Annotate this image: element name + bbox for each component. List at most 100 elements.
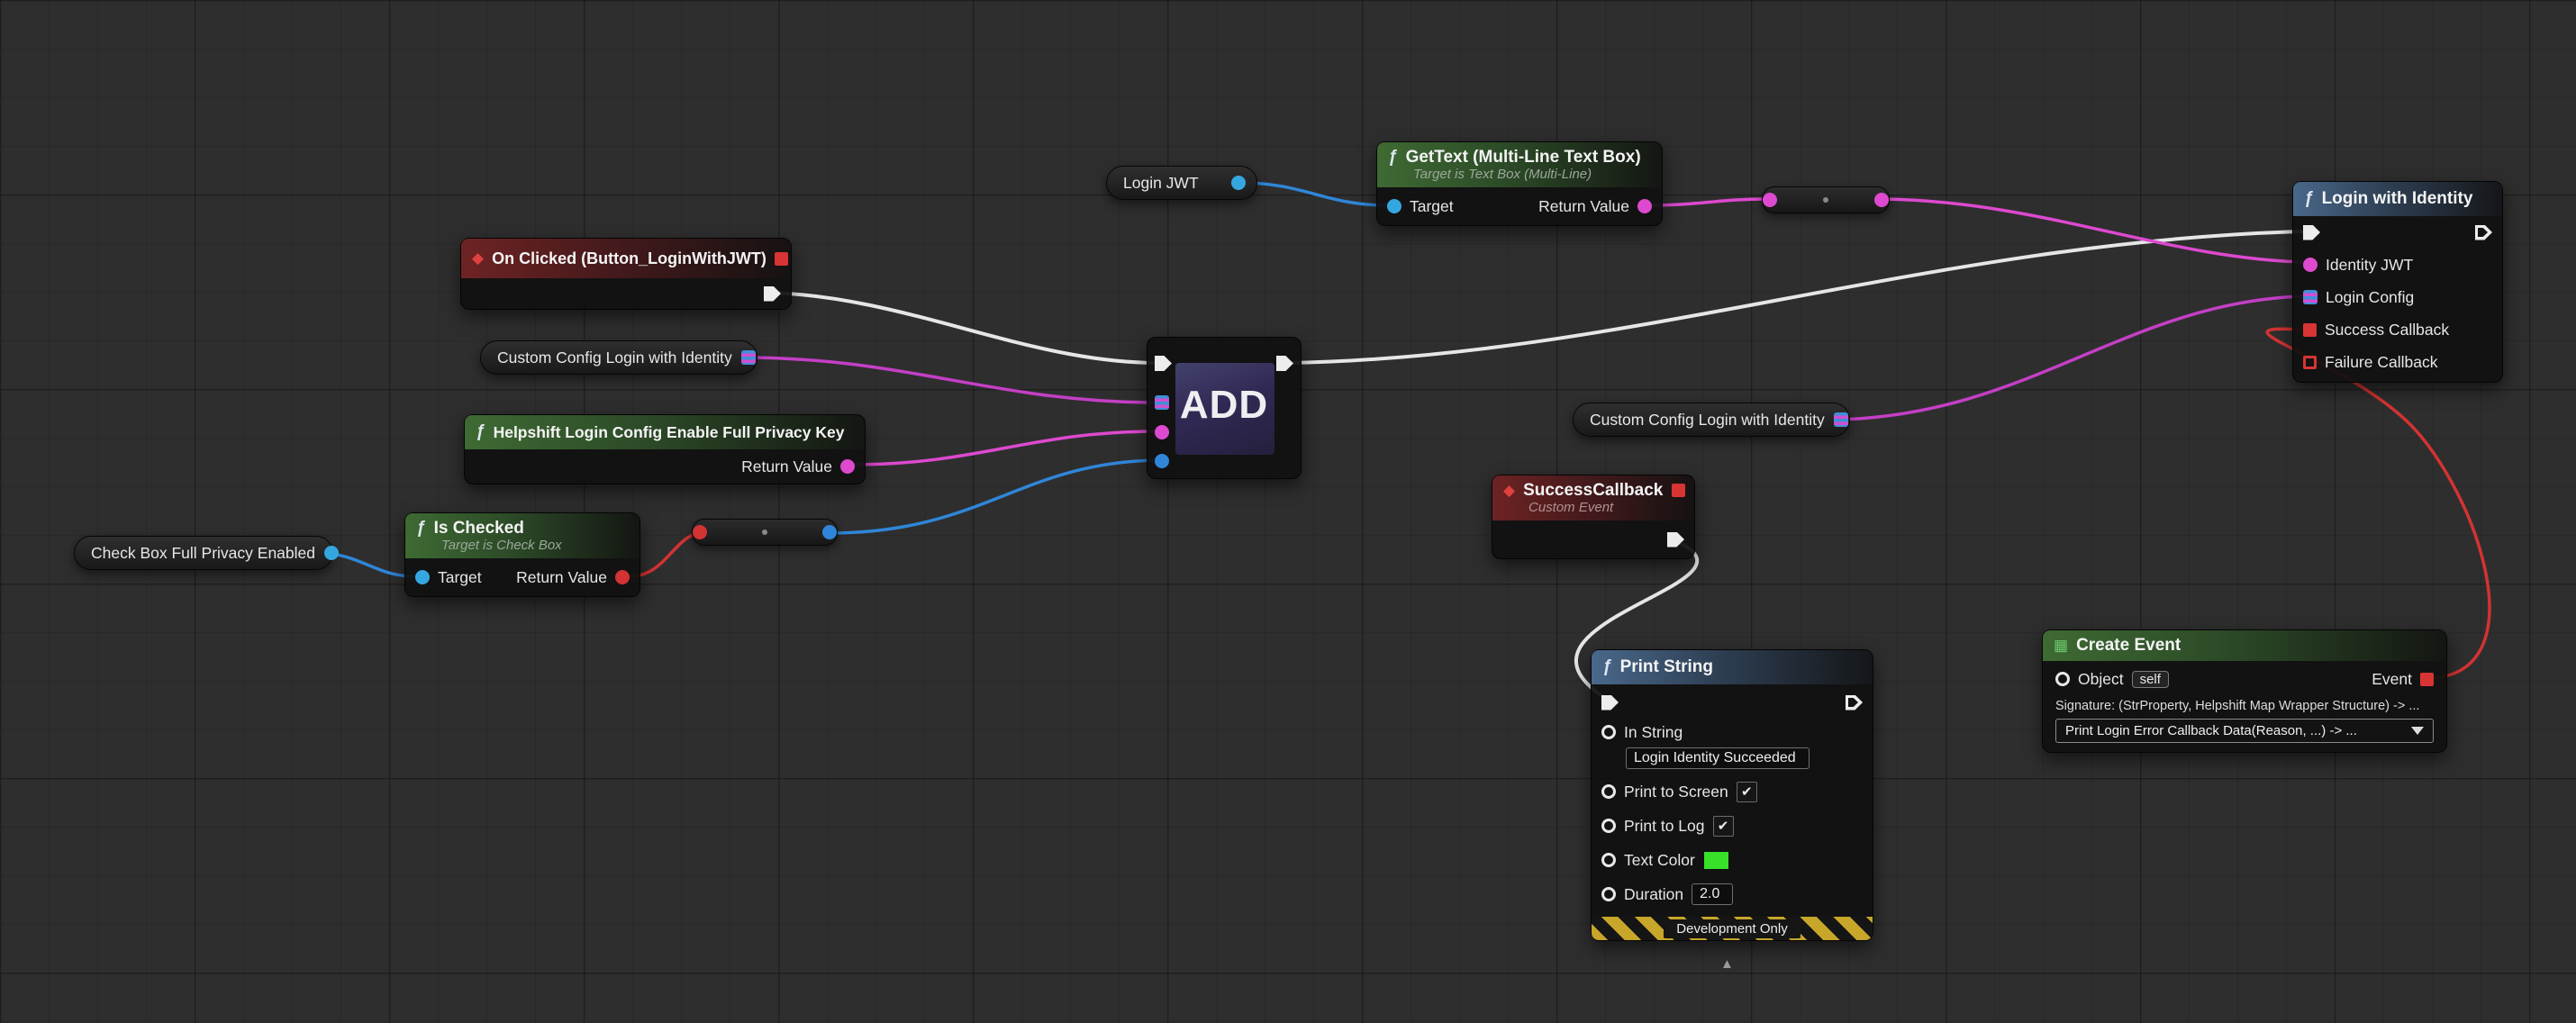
- output-pin-checkbox[interactable]: [324, 546, 339, 560]
- duration-input[interactable]: [1692, 883, 1734, 905]
- node-header[interactable]: ƒ Print String: [1592, 650, 1873, 684]
- wire-reroute-to-identityjwt[interactable]: [1882, 197, 2304, 264]
- reroute-dot-icon: [1823, 197, 1828, 203]
- return-value-pin[interactable]: [615, 570, 630, 584]
- reroute-out-pin[interactable]: [1874, 193, 1889, 207]
- collapsed-graph-watermark: ADD: [1179, 383, 1269, 427]
- reroute-node-text[interactable]: [1762, 186, 1890, 213]
- reroute-out-pin[interactable]: [822, 525, 837, 539]
- dropdown-value: Print Login Error Callback Data(Reason, …: [2065, 723, 2357, 738]
- exec-in-pin[interactable]: [2303, 224, 2320, 240]
- node-header[interactable]: ƒ GetText (Multi-Line Text Box) Target i…: [1377, 142, 1662, 187]
- exec-out-pin[interactable]: [1846, 694, 1863, 711]
- wire-exec-onclicked-to-add[interactable]: [769, 291, 1160, 365]
- variable-node-login-jwt[interactable]: Login JWT: [1106, 166, 1257, 200]
- node-is-checked[interactable]: ƒ Is Checked Target is Check Box Target …: [404, 512, 640, 597]
- return-value-pin[interactable]: [1637, 199, 1652, 213]
- node-header[interactable]: ƒ Login with Identity: [2293, 182, 2502, 216]
- node-header[interactable]: ◆ SuccessCallback Custom Event: [1492, 475, 1694, 521]
- exec-out-pin[interactable]: [1667, 531, 1684, 548]
- target-pin[interactable]: [415, 570, 430, 584]
- target-pin[interactable]: [1387, 199, 1401, 213]
- bool-input-pin[interactable]: [1155, 454, 1169, 468]
- delegate-pin[interactable]: [1672, 484, 1685, 497]
- identity-jwt-pin[interactable]: [2303, 258, 2317, 272]
- variable-node-custom-config-2[interactable]: Custom Config Login with Identity: [1573, 403, 1850, 437]
- reroute-body[interactable]: [1777, 197, 1874, 203]
- in-string-pin[interactable]: [1601, 725, 1616, 739]
- text-color-swatch[interactable]: [1702, 850, 1729, 870]
- print-to-screen-pin[interactable]: [1601, 784, 1616, 799]
- failure-callback-pin[interactable]: [2303, 355, 2317, 369]
- node-header[interactable]: ƒ Is Checked Target is Check Box: [405, 513, 639, 558]
- exec-in-pin[interactable]: [1155, 356, 1172, 371]
- event-delegate-pin[interactable]: [2420, 672, 2434, 686]
- node-gettext[interactable]: ƒ GetText (Multi-Line Text Box) Target i…: [1376, 141, 1663, 226]
- variable-label: Check Box Full Privacy Enabled: [91, 543, 315, 562]
- exec-out-pin[interactable]: [2475, 224, 2492, 240]
- node-title: Is Checked: [433, 519, 524, 538]
- node-title: SuccessCallback: [1523, 481, 1664, 500]
- exec-in-pin[interactable]: [1601, 694, 1619, 711]
- output-pin-struct[interactable]: [1833, 412, 1848, 427]
- exec-out-pin[interactable]: [1276, 356, 1293, 371]
- collapse-advanced-icon[interactable]: ▲: [1720, 956, 1734, 972]
- print-to-log-pin[interactable]: [1601, 819, 1616, 833]
- login-config-pin[interactable]: [2303, 290, 2317, 304]
- print-to-log-checkbox[interactable]: ✔: [1712, 815, 1734, 837]
- node-login-with-identity[interactable]: ƒ Login with Identity Identity JWT Login…: [2292, 181, 2503, 383]
- node-on-clicked[interactable]: ◆ On Clicked (Button_LoginWithJWT): [460, 238, 792, 310]
- wire-loginjwt-to-gettext-target[interactable]: [1239, 181, 1389, 207]
- node-title: Print String: [1619, 657, 1714, 676]
- print-to-screen-checkbox[interactable]: ✔: [1736, 781, 1757, 802]
- delegate-pin[interactable]: [774, 251, 788, 266]
- reroute-in-pin[interactable]: [693, 525, 707, 539]
- variable-node-custom-config-1[interactable]: Custom Config Login with Identity: [480, 340, 757, 375]
- variable-node-check-box-full-privacy[interactable]: Check Box Full Privacy Enabled: [74, 536, 339, 570]
- reroute-node-bool[interactable]: [692, 519, 838, 546]
- pin-label: Object: [2078, 669, 2124, 688]
- wire-gettext-return-to-reroute[interactable]: [1645, 197, 1769, 207]
- node-title: Login with Identity: [2321, 189, 2473, 208]
- node-title: Create Event: [2076, 636, 2181, 655]
- node-header[interactable]: ▦ Create Event: [2043, 630, 2446, 661]
- node-header[interactable]: ◆ On Clicked (Button_LoginWithJWT): [461, 239, 791, 278]
- node-add-collapsed[interactable]: ADD: [1147, 337, 1302, 479]
- node-successcallback[interactable]: ◆ SuccessCallback Custom Event: [1492, 475, 1695, 559]
- object-self-chip[interactable]: self: [2131, 670, 2169, 688]
- node-print-string[interactable]: ƒ Print String In String Print to Screen…: [1591, 649, 1873, 941]
- node-create-event[interactable]: ▦ Create Event Object self Event Signatu…: [2042, 629, 2447, 753]
- wire-createevent-to-successcallback-pin[interactable]: [2265, 327, 2491, 680]
- wire-helpshift-return-to-add[interactable]: [848, 430, 1160, 466]
- object-pin[interactable]: [2055, 672, 2070, 686]
- node-header[interactable]: ƒ Helpshift Login Config Enable Full Pri…: [465, 415, 865, 449]
- return-value-pin[interactable]: [840, 459, 855, 474]
- wire-exec-add-to-loginidentity[interactable]: [1284, 230, 2304, 365]
- wire-exec-successcallback-to-printstring[interactable]: [1574, 539, 1700, 698]
- duration-pin[interactable]: [1601, 887, 1616, 901]
- text-color-pin[interactable]: [1601, 853, 1616, 867]
- node-helpshift-privacy-key[interactable]: ƒ Helpshift Login Config Enable Full Pri…: [464, 414, 866, 484]
- wire-reroute-to-add-blue[interactable]: [827, 458, 1160, 535]
- pin-label: Text Color: [1624, 850, 1695, 869]
- output-pin-struct[interactable]: [740, 350, 756, 365]
- wire-customconfig2-to-loginconfig[interactable]: [1834, 294, 2304, 421]
- function-icon: ƒ: [416, 519, 426, 538]
- pin-label: Print to Screen: [1624, 782, 1728, 801]
- variable-label: Login JWT: [1123, 173, 1199, 192]
- success-callback-pin[interactable]: [2303, 322, 2317, 337]
- pin-label: Login Config: [2326, 287, 2415, 306]
- output-pin-login-jwt[interactable]: [1231, 176, 1246, 190]
- node-subtitle: Target is Text Box (Multi-Line): [1413, 167, 1592, 182]
- exec-out-pin[interactable]: [764, 285, 781, 302]
- wire-customconfig1-to-add[interactable]: [740, 356, 1160, 404]
- reroute-body[interactable]: [707, 530, 822, 535]
- reroute-in-pin[interactable]: [1763, 193, 1777, 207]
- function-icon: ƒ: [2304, 189, 2314, 208]
- struct-input-pin[interactable]: [1155, 395, 1169, 410]
- text-input-pin[interactable]: [1155, 425, 1169, 439]
- in-string-input[interactable]: [1626, 747, 1810, 769]
- matching-function-dropdown[interactable]: Print Login Error Callback Data(Reason, …: [2055, 719, 2434, 743]
